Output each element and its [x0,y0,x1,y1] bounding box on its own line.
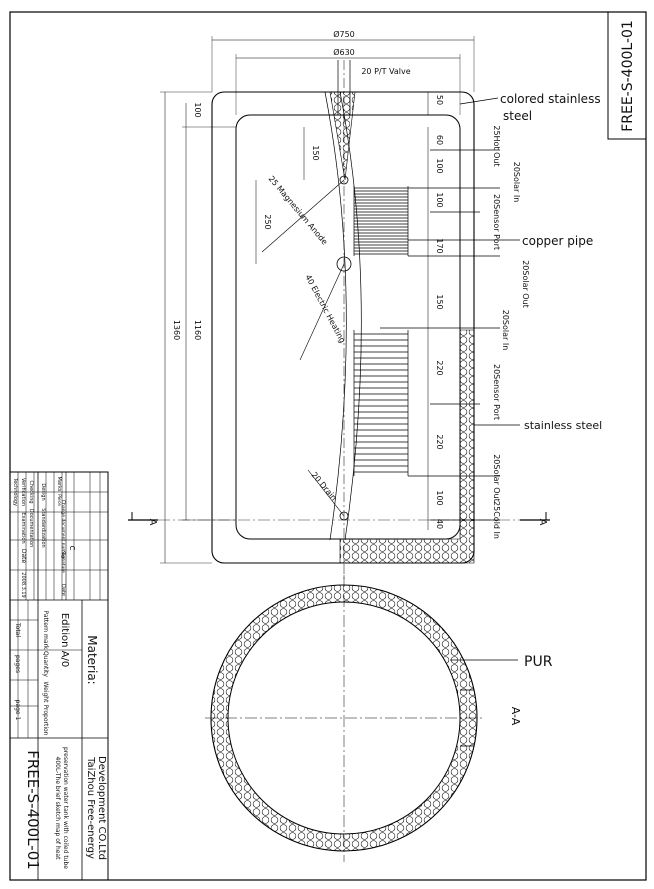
label-magnesium-anode: 25 Magnesium Anode [267,174,330,246]
description-line-2: preservation water tank with coiled tube [62,747,69,869]
dim-inner-diameter: Ø630 [333,47,355,57]
dim-height-total: 1360 [172,320,181,340]
svg-text:100: 100 [435,490,444,505]
svg-text:pages: pages [14,655,21,673]
tank-elevation [128,36,550,580]
svg-text:Verification: Verification [20,478,26,506]
svg-text:Examination: Examination [20,512,26,543]
description-line-1: 400L-The brief sketch map of heat [54,757,61,861]
svg-text:Quantity: Quantity [42,651,49,677]
dim-150: 150 [311,145,320,160]
svg-text:Design: Design [40,483,46,500]
label-solar-out-2: 20Solar Out [492,454,501,502]
svg-text:Weight: Weight [42,682,49,704]
dim-valve-offset: 50 [435,95,444,105]
svg-text:Date: Date [60,584,66,596]
svg-text:220: 220 [435,434,444,449]
drawing-number-box: FREE-S-400L-01 [607,11,647,140]
label-drain: 20 Drain [309,470,338,502]
svg-text:150: 150 [435,294,444,309]
label-cold-in: 25Cold In [492,501,501,539]
svg-text:Standardization: Standardization [40,508,46,547]
title-block-bottom: FREE-S-400L-01 400L-The brief sketch map… [24,747,107,870]
svg-text:60: 60 [435,135,444,145]
label-solar-in-1: 20Solar In [512,162,521,203]
material-label: Materia: [85,635,99,684]
callout-colored-steel-1: colored stainless [500,92,601,106]
svg-text:Documentation: Documentation [28,509,34,548]
svg-text:Total: Total [14,622,21,637]
company-line-2: Development CO.Ltd [96,756,107,860]
section-mark-left: A [147,519,158,526]
lower-coil [353,330,409,476]
label-hot-out: 25Hot Out [492,125,501,166]
svg-text:Signature: Signature [60,551,66,573]
drawing-number-bottom: FREE-S-400L-01 [24,750,42,870]
title-block: Technology Verification Checking Design … [9,471,109,881]
svg-text:Piece: Piece [56,494,62,506]
dim-250: 250 [263,214,272,229]
label-pt-valve: 20 P/T Valve [361,67,410,76]
svg-text:page 1: page 1 [14,700,21,721]
dim-height-inner: 1160 [193,320,202,340]
svg-text:Marks: Marks [56,477,62,492]
svg-text:100: 100 [435,158,444,173]
label-electric-heating: 40 Electric Heating [303,273,347,345]
svg-text:2008.3.19: 2008.3.19 [20,572,26,597]
port-labels: 25Hot Out 20Solar In 20Sensor Port 20Sol… [267,125,530,539]
label-sensor-port-1: 20Sensor Port [492,194,501,250]
svg-text:40: 40 [435,519,444,529]
edition: Edition A/0 [59,613,70,667]
dim-outer-diameter: Ø750 [333,29,355,39]
callout-colored-steel-2: steel [503,109,532,123]
label-section-aa: A-A [509,707,522,726]
svg-text:Technology: Technology [12,477,18,506]
label-sensor-port-2: 20Sensor Port [492,364,501,420]
title-block-mid: Pattern mark Quantity Weight Proportion … [14,611,99,736]
title-block-row-labels: Technology Verification Checking Design … [12,477,76,598]
svg-text:220: 220 [435,360,444,375]
svg-text:Checking: Checking [28,480,34,503]
callout-stainless-steel: stainless steel [524,419,602,432]
section-mark-right: A [537,519,548,526]
insulation-lower-right [339,329,475,564]
right-dimension-stack: 60 100 100 170 150 220 220 100 40 [435,135,444,529]
callout-copper-pipe: copper pipe [522,234,593,248]
drawing-frame [9,11,647,881]
dim-top-offset: 100 [193,102,202,117]
label-solar-out-1: 20Solar Out [521,260,530,308]
svg-text:C: C [68,546,76,551]
insulation-upper-left [329,91,356,181]
svg-text:Change document number: Change document number [60,500,66,561]
label-solar-in-2: 20Solar In [501,310,510,351]
svg-text:170: 170 [435,238,444,253]
callouts: colored stainless steel copper pipe stai… [147,92,602,726]
svg-text:Pattern mark: Pattern mark [42,611,49,650]
callout-pur: PUR [524,654,553,670]
drawing-number-top: FREE-S-400L-01 [620,20,636,132]
company-line-1: TaiZhou Free-energy [85,756,96,859]
svg-text:Proportion: Proportion [42,705,49,736]
svg-text:Date: Date [20,549,27,564]
upper-coil [353,186,409,256]
section-aa [205,575,484,862]
svg-text:100: 100 [435,192,444,207]
